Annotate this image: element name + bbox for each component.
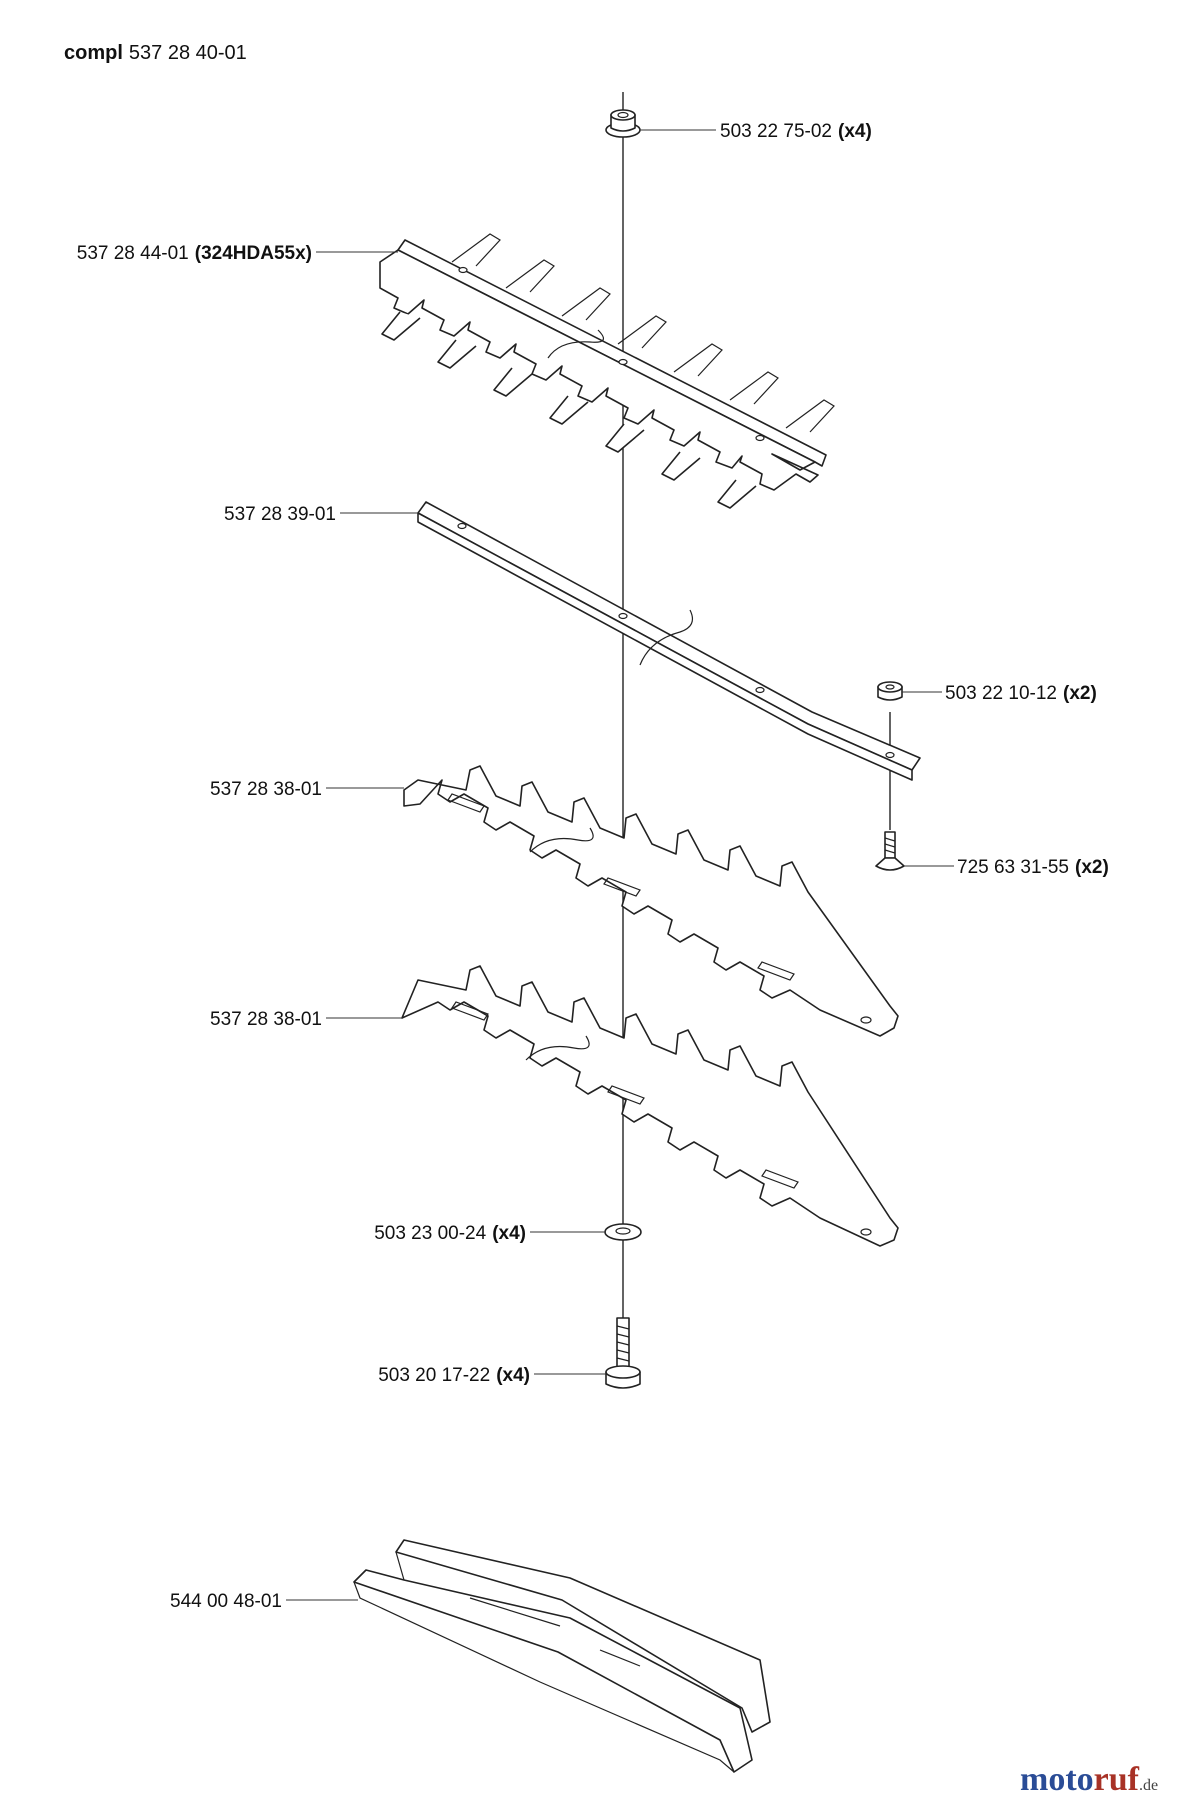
hex-bolt — [605, 1317, 641, 1389]
upper-blade — [379, 233, 835, 509]
callout-blade-top: 537 28 44-01(324HDA55x) — [77, 243, 312, 264]
blade-guard — [353, 1539, 771, 1773]
countersunk-screw — [875, 831, 905, 871]
callout-guard: 544 00 48-01 — [170, 1591, 282, 1612]
callout-bolt: 503 20 17-22(x4) — [378, 1365, 530, 1386]
guide-bar — [417, 501, 921, 781]
callout-nut-top: 503 22 75-02(x4) — [720, 121, 872, 142]
callout-blade-mid: 537 28 38-01 — [210, 779, 322, 800]
washer — [604, 1223, 642, 1241]
watermark-logo: motoruf.de — [1020, 1761, 1158, 1798]
callout-screw: 725 63 31-55(x2) — [957, 857, 1109, 878]
hex-nut-small — [877, 681, 903, 701]
callout-washer: 503 23 00-24(x4) — [374, 1223, 526, 1244]
callout-blade-low: 537 28 38-01 — [210, 1009, 322, 1030]
callout-nut-small: 503 22 10-12(x2) — [945, 683, 1097, 704]
lower-cutter-blade — [401, 965, 899, 1247]
flange-nut-top — [605, 109, 641, 138]
callout-guide-bar: 537 28 39-01 — [224, 504, 336, 525]
middle-cutter-blade — [403, 765, 899, 1037]
